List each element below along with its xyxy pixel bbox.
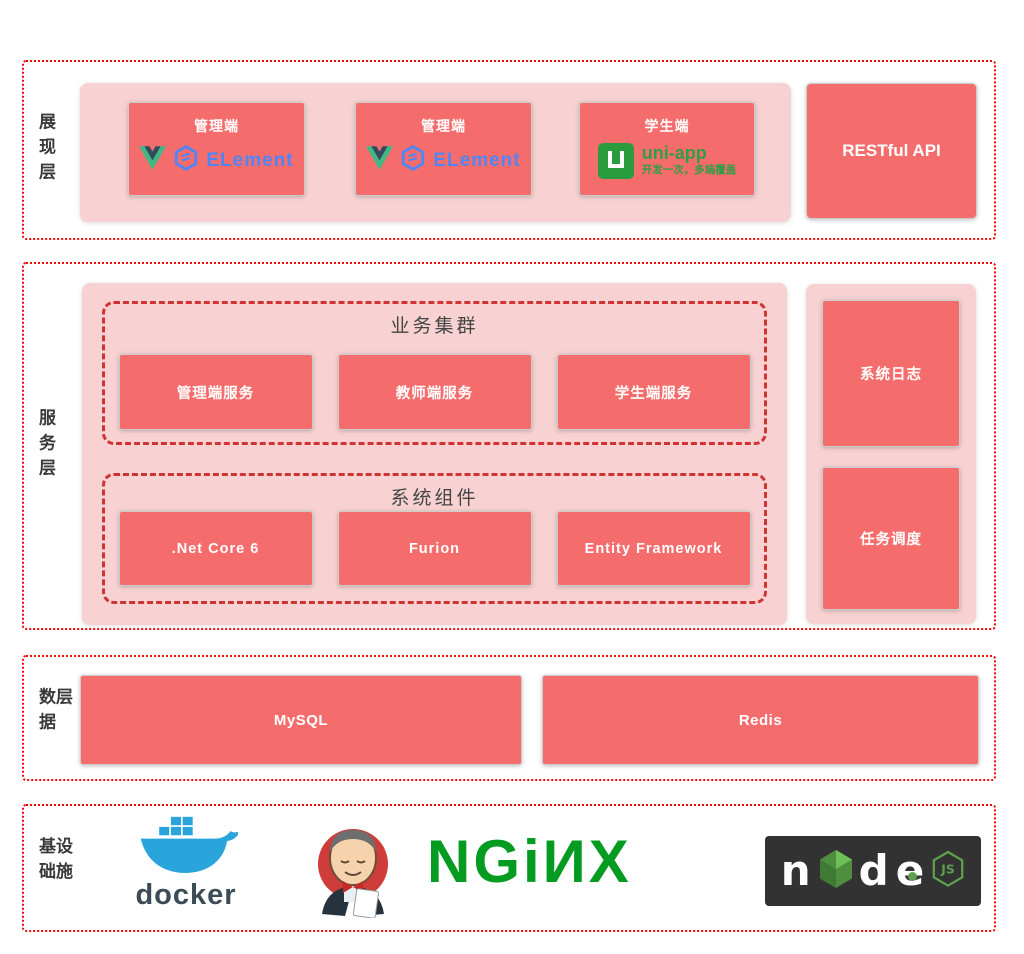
service-box-teacher: 教师端服务 bbox=[337, 354, 532, 430]
uniapp-tagline: 开发一次，多端覆盖 bbox=[641, 164, 737, 177]
infrastructure-layer: 基础设施 docker bbox=[22, 804, 996, 932]
service-side-panel: 系统日志 任务调度 bbox=[806, 284, 976, 624]
nodejs-badge-icon: JS bbox=[931, 850, 965, 893]
presentation-panel: 管理端 ELement bbox=[80, 83, 791, 222]
component-box-netcore: .Net Core 6 bbox=[118, 511, 313, 586]
logo-row: ELement bbox=[129, 144, 304, 176]
element-wordmark: ELement bbox=[433, 149, 521, 171]
student-client-box: 学生端 uni-app 开发一次，多端覆盖 bbox=[579, 102, 755, 196]
admin-client-box-1: 管理端 ELement bbox=[128, 102, 305, 196]
node-hexagon-icon bbox=[818, 849, 854, 894]
service-panel: 业务集群 管理端服务 教师端服务 学生端服务 系统组件 .Net Core 6 … bbox=[82, 283, 787, 625]
node-letter-e-text: e bbox=[895, 846, 927, 895]
element-wordmark: ELement bbox=[206, 149, 294, 171]
system-log-box: 系统日志 bbox=[822, 300, 960, 447]
node-letter-d: d bbox=[858, 846, 891, 895]
task-scheduler-box: 任务调度 bbox=[822, 467, 960, 610]
vue-icon bbox=[366, 146, 394, 175]
jenkins-butler-icon bbox=[307, 829, 399, 922]
business-cluster-group: 业务集群 管理端服务 教师端服务 学生端服务 bbox=[102, 301, 767, 445]
restful-api-box: RESTful API bbox=[806, 83, 977, 219]
uniapp-u-glyph bbox=[607, 151, 624, 168]
uniapp-icon bbox=[597, 143, 634, 179]
uniapp-texts: uni-app 开发一次，多端覆盖 bbox=[641, 143, 737, 177]
jenkins-logo bbox=[307, 814, 399, 923]
client-title: 管理端 bbox=[194, 118, 239, 134]
client-title: 管理端 bbox=[421, 118, 466, 134]
service-layer-label: 服务层 bbox=[36, 408, 55, 484]
logo-row: ELement bbox=[356, 144, 531, 176]
component-box-ef: Entity Framework bbox=[556, 511, 751, 586]
vue-icon bbox=[139, 146, 167, 175]
node-letter-n: n bbox=[780, 846, 813, 895]
nginx-logo: NGiИX bbox=[427, 828, 632, 895]
group-title: 业务集群 bbox=[390, 316, 479, 337]
nodejs-logo: n d e JS bbox=[765, 836, 981, 906]
node-letter-e: e bbox=[896, 850, 927, 892]
node-green-dot bbox=[907, 872, 917, 881]
service-box-student: 学生端服务 bbox=[556, 354, 751, 430]
logo-row: uni-app 开发一次，多端覆盖 bbox=[580, 143, 754, 179]
presentation-layer: 展现层 管理端 bbox=[22, 60, 996, 240]
group-title: 系统组件 bbox=[390, 488, 479, 509]
client-title: 学生端 bbox=[644, 118, 690, 134]
docker-logo: docker bbox=[127, 816, 245, 912]
element-hexagon-icon bbox=[173, 144, 199, 176]
infrastructure-layer-label: 基础设施 bbox=[36, 837, 72, 887]
data-layer: 数据层 MySQL Redis bbox=[22, 655, 996, 781]
service-box-admin: 管理端服务 bbox=[118, 354, 313, 430]
group-items: 管理端服务 教师端服务 学生端服务 bbox=[105, 354, 764, 430]
data-layer-label: 数据层 bbox=[36, 687, 72, 738]
service-layer: 服务层 业务集群 管理端服务 教师端服务 学生端服务 系统组件 .Net Cor… bbox=[22, 262, 996, 630]
docker-whale-icon bbox=[134, 816, 240, 882]
uniapp-wordmark: uni-app bbox=[641, 143, 707, 164]
redis-box: Redis bbox=[542, 675, 979, 765]
presentation-layer-label: 展现层 bbox=[36, 112, 55, 188]
element-hexagon-icon bbox=[400, 144, 426, 176]
group-items: .Net Core 6 Furion Entity Framework bbox=[105, 511, 764, 586]
docker-wordmark: docker bbox=[135, 879, 237, 911]
admin-client-box-2: 管理端 ELement bbox=[355, 102, 532, 196]
component-box-furion: Furion bbox=[337, 511, 532, 586]
mysql-box: MySQL bbox=[80, 675, 522, 765]
svg-text:JS: JS bbox=[941, 862, 955, 876]
system-components-group: 系统组件 .Net Core 6 Furion Entity Framework bbox=[102, 473, 767, 604]
